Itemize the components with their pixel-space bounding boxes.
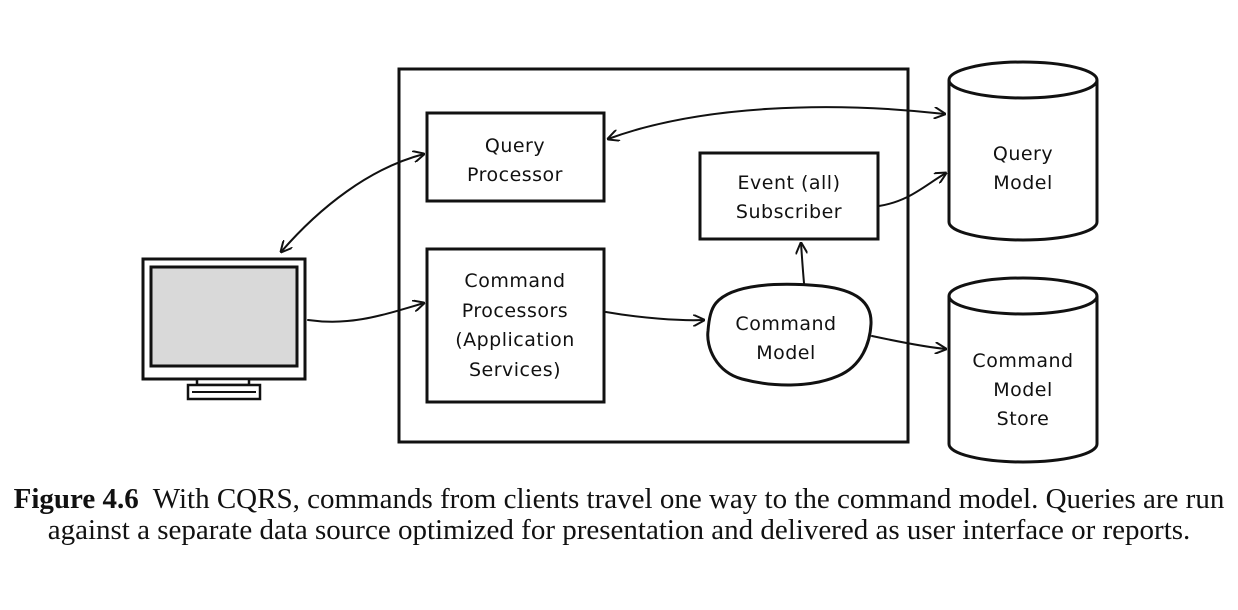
cqrs-diagram: Query Processor Event (all) Subscriber C… <box>141 60 1099 464</box>
command-processors-label-line1: Command <box>464 270 565 292</box>
query-processor-label-line1: Query <box>485 135 545 157</box>
event-subscriber-label-line1: Event (all) <box>738 172 841 194</box>
figure-caption-text: With CQRS, commands from clients travel … <box>47 483 1225 546</box>
query-processor-box: Query Processor <box>425 111 606 203</box>
command-model-store-cylinder: Command Model Store <box>947 276 1099 464</box>
arrow-monitor-command-processors <box>307 303 424 323</box>
arrow-event-subscriber-query-model <box>878 173 946 207</box>
command-model-store-label-line3: Store <box>997 408 1050 430</box>
figure-label: Figure 4.6 <box>13 483 139 515</box>
command-model-label-line2: Model <box>756 342 816 364</box>
command-model-store-label-line1: Command <box>972 350 1073 372</box>
command-model-label-line1: Command <box>735 313 836 335</box>
query-model-cylinder: Query Model <box>947 60 1099 242</box>
arrow-query-processor-query-model <box>608 106 945 139</box>
command-processors-label-line4: Services) <box>469 359 561 381</box>
query-model-label-line2: Model <box>993 172 1053 194</box>
query-model-label-line1: Query <box>993 143 1053 165</box>
command-processors-box: Command Processors (Application Services… <box>425 247 606 404</box>
arrow-command-model-event-subscriber <box>801 243 804 284</box>
command-model-store-label-line2: Model <box>993 379 1053 401</box>
client-monitor-icon <box>141 257 307 401</box>
event-subscriber-label-line2: Subscriber <box>736 201 842 223</box>
command-model-blob: Command Model <box>706 282 873 387</box>
event-subscriber-box: Event (all) Subscriber <box>698 151 880 241</box>
command-processors-label-line2: Processors <box>462 300 568 322</box>
command-processors-label-line3: (Application <box>455 329 575 351</box>
arrow-command-processors-command-model <box>605 311 704 320</box>
arrow-monitor-query-processor <box>281 154 424 252</box>
arrow-command-model-store <box>871 335 946 349</box>
query-processor-label-line2: Processor <box>467 164 563 186</box>
